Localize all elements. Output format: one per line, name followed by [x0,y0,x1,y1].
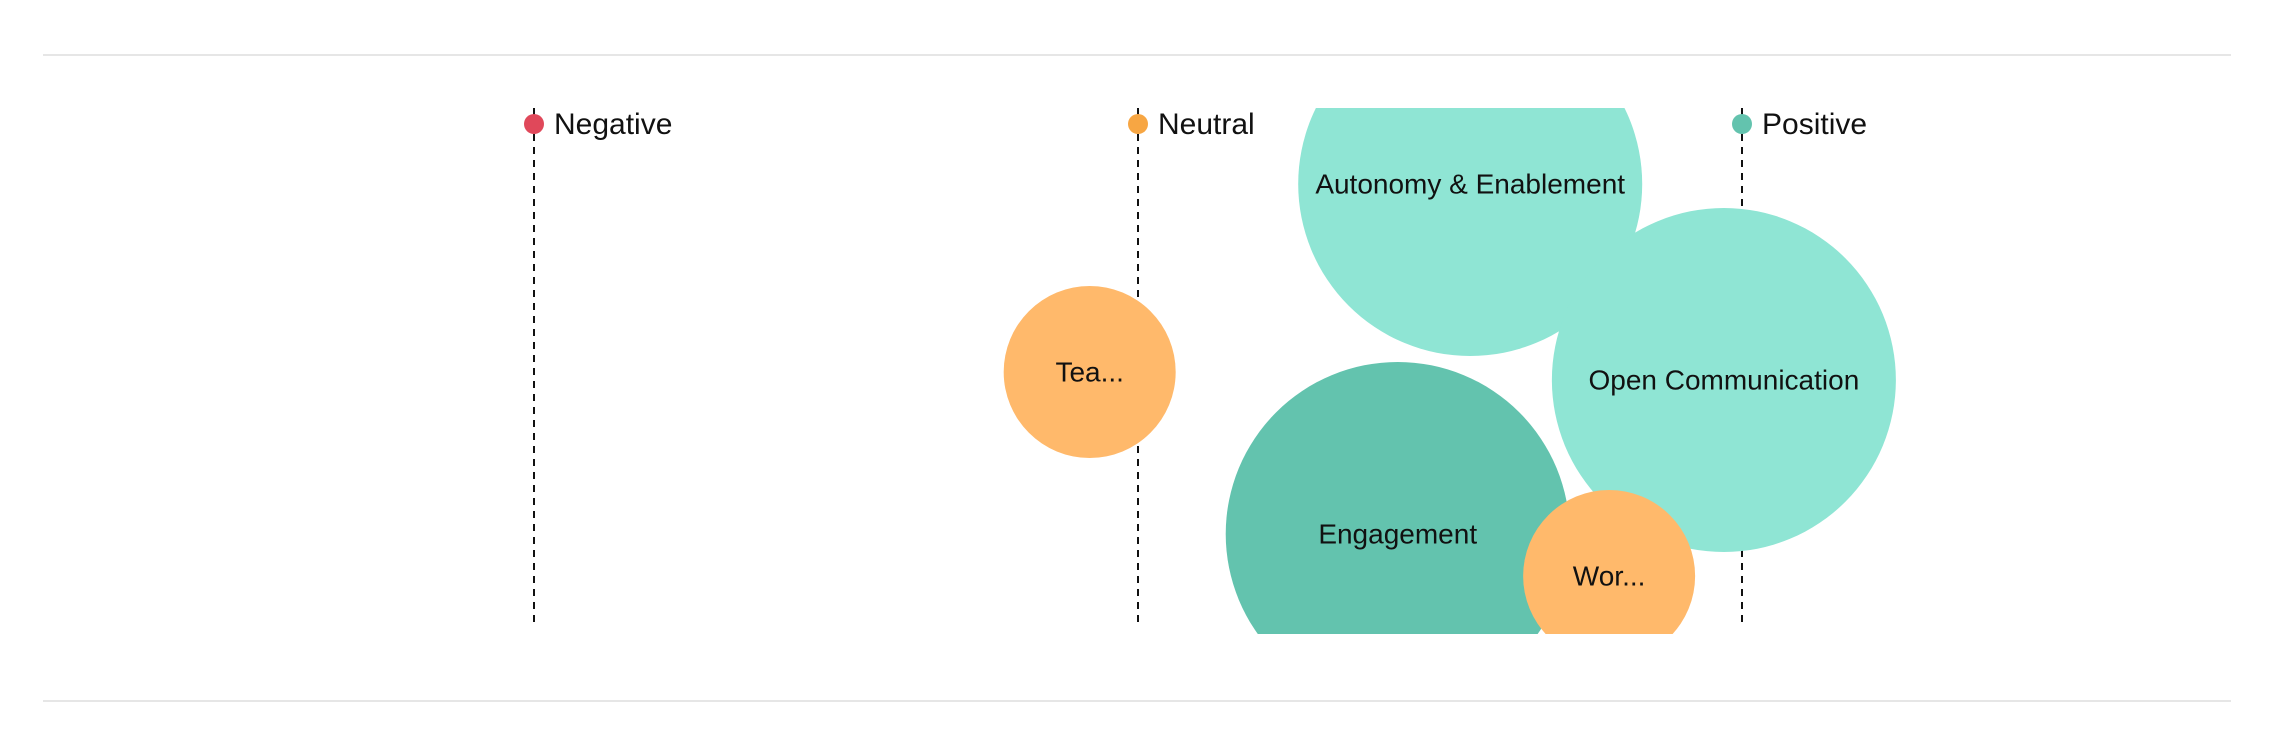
bubble-circle-tea[interactable] [1003,286,1176,458]
legend-label-negative: Negative [554,108,672,141]
bubble-label-open-communication: Open Communication [1588,365,1859,396]
bubble-engagement[interactable]: Engagement [1225,362,1570,706]
bubble-circle-wor[interactable] [1523,490,1696,662]
legend-dot-negative [524,114,544,134]
bubble-label-autonomy-enablement: Autonomy & Enablement [1315,169,1625,200]
legend-dot-neutral [1128,114,1148,134]
bubble-circle-engagement[interactable] [1225,362,1570,706]
bubble-label-engagement: Engagement [1318,519,1477,550]
bubble-autonomy-enablement[interactable]: Autonomy & Enablement [1298,12,1643,356]
sentiment-guides: Negative Neutral Positive [524,108,1867,624]
legend-label-positive: Positive [1762,108,1867,141]
bubble-label-tea: Tea... [1055,357,1123,388]
bubble-wor[interactable]: Wor... [1523,490,1696,662]
bubble-open-communication[interactable]: Open Communication [1551,208,1896,552]
bubble-tea[interactable]: Tea... [1003,286,1176,458]
bubble-circle-open-communication[interactable] [1551,208,1896,552]
bubble-circle-autonomy-enablement[interactable] [1298,12,1643,356]
legend-dot-positive [1732,114,1752,134]
bubble-label-wor: Wor... [1573,561,1646,592]
legend-label-neutral: Neutral [1158,108,1255,141]
